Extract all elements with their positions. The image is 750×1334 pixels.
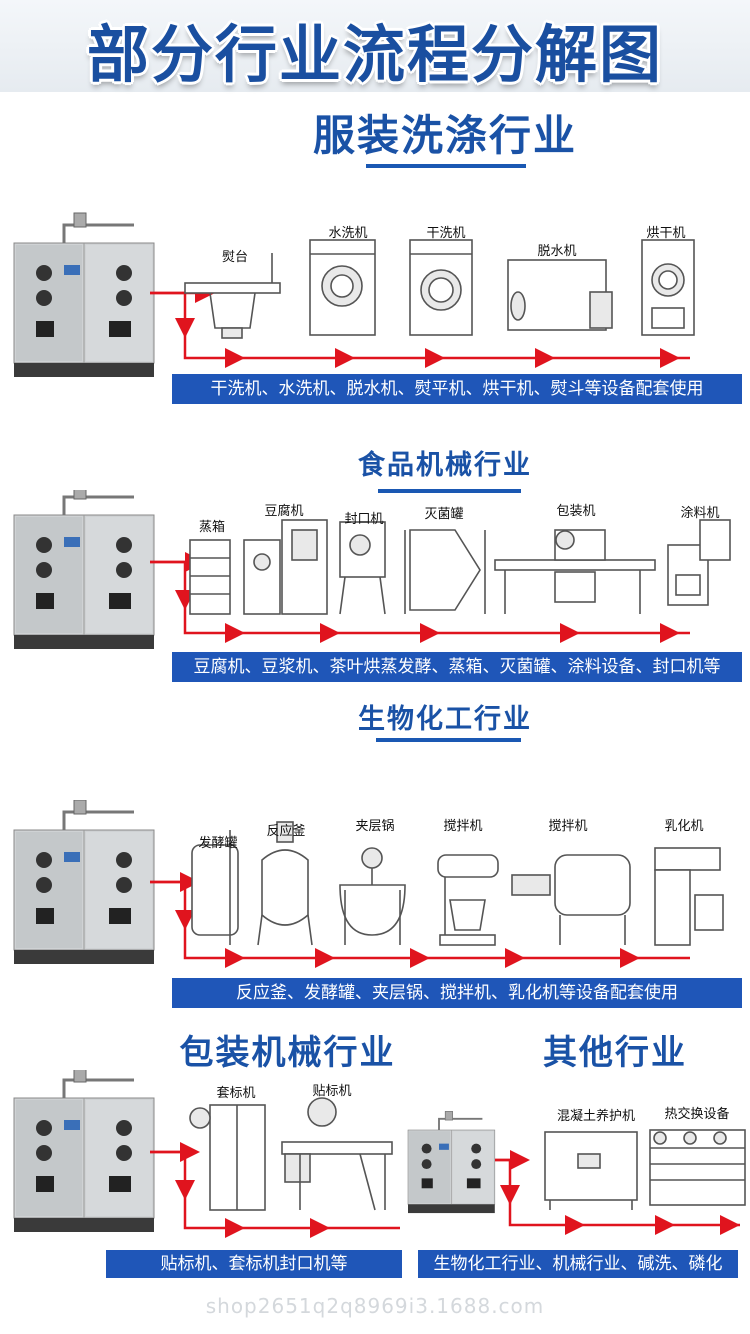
section-underline <box>378 489 521 493</box>
steam-generator-image <box>12 1070 156 1234</box>
section-title-laundry: 服装洗涤行业 <box>312 111 577 160</box>
section-title-food: 食品机械行业 <box>358 450 532 481</box>
machine-label: 搅拌机 <box>443 819 483 834</box>
emulsifier-image <box>654 847 724 946</box>
machine-label: 套标机 <box>216 1086 256 1101</box>
machine-label: 熨台 <box>221 250 248 265</box>
food-flow-diagram <box>12 490 731 650</box>
caption-bar-food: 豆腐机、豆浆机、茶叶烘蒸发酵、蒸箱、灭菌罐、涂料设备、封口机等 <box>172 652 742 682</box>
machine-label: 蒸箱 <box>198 520 225 535</box>
section-title-chem: 生物化工行业 <box>358 704 532 735</box>
fermentation-tank-image <box>191 830 239 945</box>
machine-label: 涂料机 <box>680 506 720 521</box>
laundry-flow-diagram <box>12 211 695 378</box>
steam-generator-image <box>407 1110 496 1215</box>
packaging-other-flow-diagram <box>12 1070 746 1238</box>
horizontal-mixer-image <box>511 854 631 945</box>
sleeve-labeling-machine-image <box>189 1104 266 1211</box>
reaction-kettle-image <box>257 821 313 946</box>
heat-exchanger-image <box>649 1129 746 1206</box>
machine-label: 夹层锅 <box>355 819 395 834</box>
section-title-packaging: 包装机械行业 <box>179 1033 396 1073</box>
machine-label: 混凝土养护机 <box>556 1109 635 1124</box>
machine-label: 封口机 <box>344 512 384 527</box>
steam-generator-image <box>12 211 156 378</box>
machine-label: 豆腐机 <box>264 504 304 519</box>
machine-label: 贴标机 <box>312 1084 352 1099</box>
washing-machine-image <box>309 239 376 336</box>
coating-machine-image <box>667 519 731 606</box>
steam-generator-image <box>12 490 156 650</box>
drying-machine-image <box>641 239 695 336</box>
caption-bar-chem: 反应釜、发酵罐、夹层锅、搅拌机、乳化机等设备配套使用 <box>172 978 742 1008</box>
labeling-machine-image <box>281 1097 393 1211</box>
section-title-other: 其他行业 <box>543 1033 687 1073</box>
watermark: shop2651q2q8969i3.1688.com <box>205 1294 545 1318</box>
caption-bar-packaging: 贴标机、套标机封口机等 <box>106 1250 402 1278</box>
dry-cleaning-machine-image <box>409 239 473 336</box>
caption-bar-laundry: 干洗机、水洗机、脱水机、熨平机、烘干机、熨斗等设备配套使用 <box>172 374 742 404</box>
header-background <box>0 0 750 92</box>
machine-label: 发酵罐 <box>198 836 238 851</box>
machine-label: 水洗机 <box>328 226 368 241</box>
packaging-machine-image <box>494 529 656 614</box>
machine-label: 脱水机 <box>537 244 577 259</box>
ironing-table-image <box>184 253 281 339</box>
tofu-machine-image <box>243 519 328 615</box>
sealing-machine-image <box>339 521 386 615</box>
machine-label: 干洗机 <box>426 226 466 241</box>
machine-label: 乳化机 <box>664 819 704 834</box>
section-underline <box>376 738 521 742</box>
machine-label: 反应釜 <box>266 824 306 839</box>
steam-cabinet-image <box>189 539 231 615</box>
machine-label: 搅拌机 <box>548 819 588 834</box>
machine-label: 包装机 <box>556 504 596 519</box>
machine-label: 灭菌罐 <box>424 507 464 522</box>
concrete-curing-machine-image <box>544 1131 638 1210</box>
dewatering-machine-image <box>507 259 613 331</box>
sterilization-tank-image <box>404 529 486 614</box>
jacketed-kettle-image <box>339 847 406 945</box>
page-title: 部分行业流程分解图 <box>86 18 663 91</box>
caption-bar-other: 生物化工行业、机械行业、碱洗、磷化 <box>418 1250 738 1278</box>
chem-flow-diagram <box>12 800 724 968</box>
mixer-image <box>437 854 499 946</box>
steam-generator-image <box>12 800 156 966</box>
section-underline <box>366 164 526 168</box>
machine-label: 热交换设备 <box>664 1107 730 1122</box>
machine-label: 烘干机 <box>646 226 686 241</box>
